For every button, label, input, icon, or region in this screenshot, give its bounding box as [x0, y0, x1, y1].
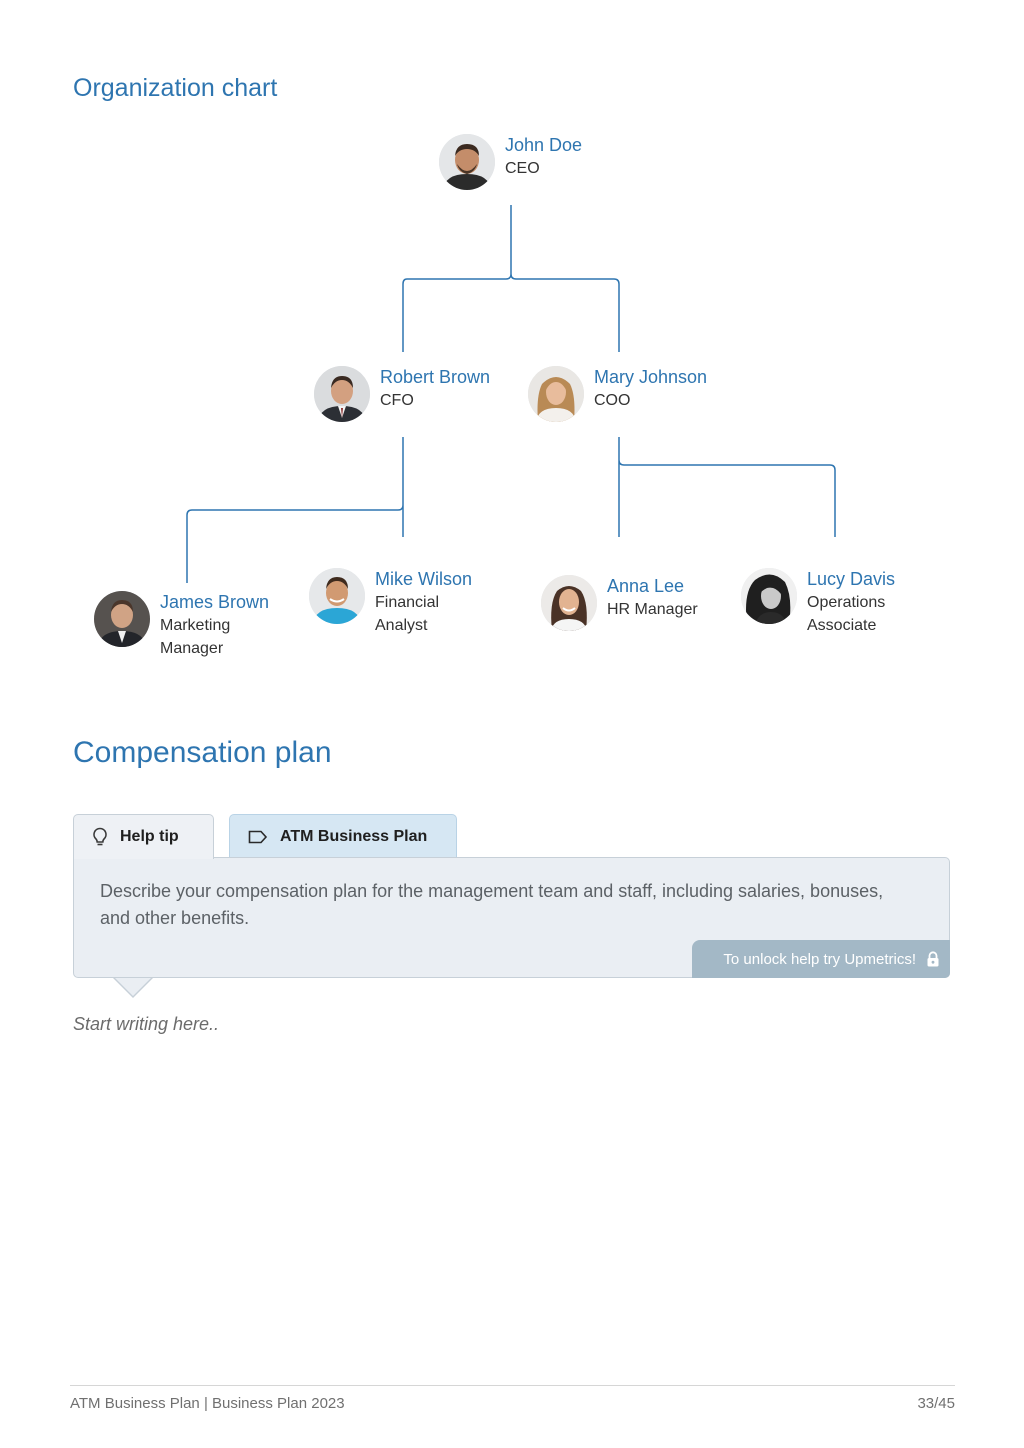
tab-atm-business-plan[interactable]: ATM Business Plan	[229, 814, 457, 858]
person-name: Mary Johnson	[594, 367, 708, 387]
tab-label: Help tip	[120, 828, 179, 845]
tab-help-tip[interactable]: Help tip	[73, 814, 214, 859]
footer-page-number: 33/45	[917, 1395, 955, 1412]
org-node-anna-lee: Anna Lee HR Manager	[541, 575, 698, 631]
help-tip-text: Describe your compensation plan for the …	[100, 881, 884, 928]
person-role-line: Manager	[160, 640, 224, 657]
person-role-line: Operations	[807, 594, 886, 611]
person-name: Lucy Davis	[807, 569, 896, 589]
avatar-lucy-davis	[741, 568, 797, 624]
person-role-line: Financial	[375, 594, 440, 611]
connector-coo-to-team	[618, 437, 836, 537]
person-name: Robert Brown	[380, 367, 491, 387]
tab-label: ATM Business Plan	[280, 827, 428, 845]
avatar-james-brown	[94, 591, 150, 647]
person-name: Anna Lee	[607, 576, 685, 596]
help-tip-pointer	[112, 976, 154, 998]
person-name: James Brown	[160, 592, 270, 612]
unlock-help-button[interactable]: To unlock help try Upmetrics!	[692, 940, 950, 978]
avatar-john-doe	[439, 134, 495, 190]
footer-document-title: ATM Business Plan | Business Plan 2023	[70, 1395, 345, 1412]
tag-icon	[248, 830, 268, 844]
person-role-line: Analyst	[375, 617, 428, 634]
compensation-plan-title: Compensation plan	[73, 736, 332, 769]
avatar-mike-wilson	[309, 568, 365, 624]
person-role-line: Associate	[807, 617, 877, 634]
person-role: CFO	[380, 392, 414, 409]
connector-cfo-to-team	[186, 437, 404, 583]
org-node-james-brown: James Brown Marketing Manager	[94, 591, 269, 660]
org-node-robert-brown: Robert Brown CFO	[314, 366, 490, 422]
person-role-line: Marketing	[160, 617, 231, 634]
connector-ceo-to-managers	[402, 205, 620, 352]
footer-divider	[70, 1385, 955, 1386]
writing-placeholder[interactable]: Start writing here..	[73, 1014, 220, 1034]
org-node-john-doe: John Doe CEO	[439, 134, 582, 190]
unlock-label: To unlock help try Upmetrics!	[723, 950, 916, 968]
avatar-anna-lee	[541, 575, 597, 631]
person-name: John Doe	[505, 135, 583, 155]
org-node-lucy-davis: Lucy Davis Operations Associate	[741, 568, 895, 637]
org-chart-title: Organization chart	[73, 74, 278, 102]
org-node-mary-johnson: Mary Johnson COO	[528, 366, 707, 422]
avatar-robert-brown	[314, 366, 370, 422]
person-role: HR Manager	[607, 601, 698, 618]
avatar-mary-johnson	[528, 366, 584, 422]
person-role: CEO	[505, 160, 540, 177]
org-chart-connectors	[186, 205, 836, 583]
lock-icon	[926, 951, 940, 967]
lightbulb-icon	[92, 827, 108, 847]
org-node-mike-wilson: Mike Wilson Financial Analyst	[309, 568, 472, 637]
person-name: Mike Wilson	[375, 569, 473, 589]
person-role: COO	[594, 392, 631, 409]
help-tip-panel: Describe your compensation plan for the …	[73, 857, 950, 978]
